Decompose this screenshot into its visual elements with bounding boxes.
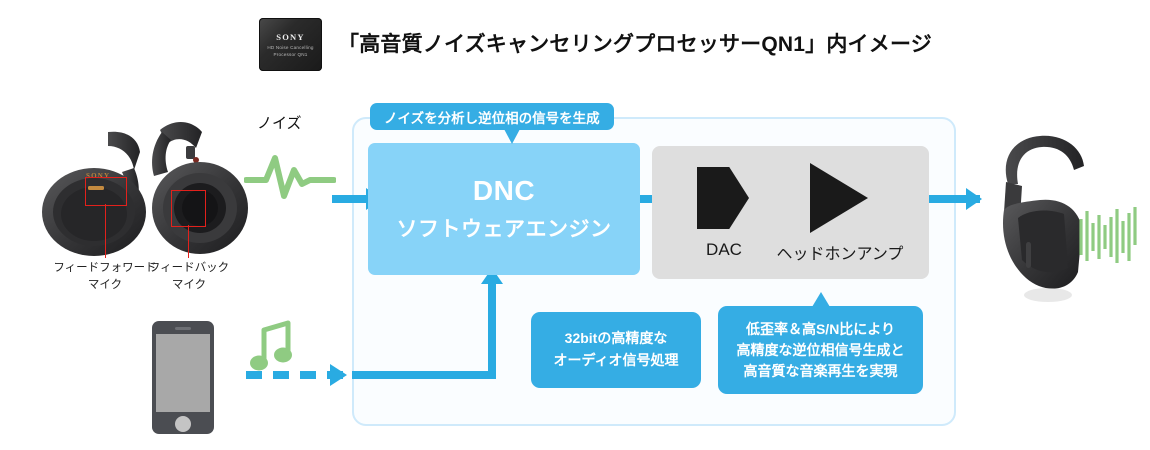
feedforward-mic-label-line1: フィードフォワード [53,262,157,274]
sn-ratio-callout-tail [812,292,830,307]
noise-analysis-callout: ノイズを分析し逆位相の信号を生成 [370,103,614,130]
headphone-feedforward-image: SONY [42,131,146,256]
noise-analysis-callout-text: ノイズを分析し逆位相の信号を生成 [384,110,600,126]
chip-brand-label: SONY [276,32,305,42]
dnc-engine-subtitle: ソフトウェアエンジン [396,218,612,241]
dnc-software-engine-block: DNC ソフトウェアエンジン [368,143,640,275]
phone-speaker-icon [175,327,191,330]
headphone-amp-label: ヘッドホンアンプ [776,246,904,263]
page-title: 「高音質ノイズキャンセリングプロセッサーQN1」内イメージ [338,33,932,56]
sn-ratio-callout-line1: 低歪率＆高S/N比により [745,320,896,337]
feedforward-mic-highlight-box [85,177,127,206]
noise-analysis-callout-tail [504,129,520,144]
noise-label: ノイズ [257,115,302,132]
phone-screen [156,334,210,412]
noise-input-line [332,195,380,203]
music-signal-dashed-line [246,371,358,379]
sn-ratio-callout-line2: 高精度な逆位相信号生成と [736,341,905,358]
sn-ratio-callout-line3: 高音質な音楽再生を実現 [743,362,898,379]
feedback-mic-leader-line [188,225,190,258]
dac-label: DAC [706,240,742,259]
bit-depth-callout-line1: 32bitの高精度な [564,330,668,347]
feedforward-mic-label: フィードフォワード マイク [22,260,188,293]
qn1-chip-image: SONY HD Noise Cancelling Processor QN1 [259,18,322,71]
feedforward-mic-label-line2: マイク [87,278,123,291]
music-note-icon [250,320,292,371]
phone-home-button-icon [175,416,191,432]
chip-line3-label: Processor QN1 [273,52,308,57]
noise-waveform-icon [244,155,336,199]
bit-depth-callout-line2: オーディオ信号処理 [553,352,679,368]
music-path-horizontal [352,371,496,379]
bit-depth-callout: 32bitの高精度な オーディオ信号処理 [531,312,701,388]
amp-output-arrowhead [966,188,982,210]
chip-line2-label: HD Noise Cancelling [267,45,314,50]
sn-ratio-callout: 低歪率＆高S/N比により 高精度な逆位相信号生成と 高音質な音楽再生を実現 [718,306,923,394]
feedforward-mic-leader-line [105,204,107,258]
feedback-mic-label: フィードバック マイク [124,260,254,293]
music-path-vertical [488,283,496,379]
feedback-mic-label-line2: マイク [171,278,207,291]
audio-output-waveform-icon [1079,207,1137,263]
dnc-engine-title: DNC [472,175,536,206]
smartphone-image [152,321,214,434]
feedback-mic-label-line1: フィードバック [148,262,230,274]
feedback-mic-highlight-box [171,190,206,227]
music-signal-arrowhead [330,364,347,386]
svg-text:SONY: SONY [86,172,110,180]
headphone-output-image [1002,135,1084,302]
